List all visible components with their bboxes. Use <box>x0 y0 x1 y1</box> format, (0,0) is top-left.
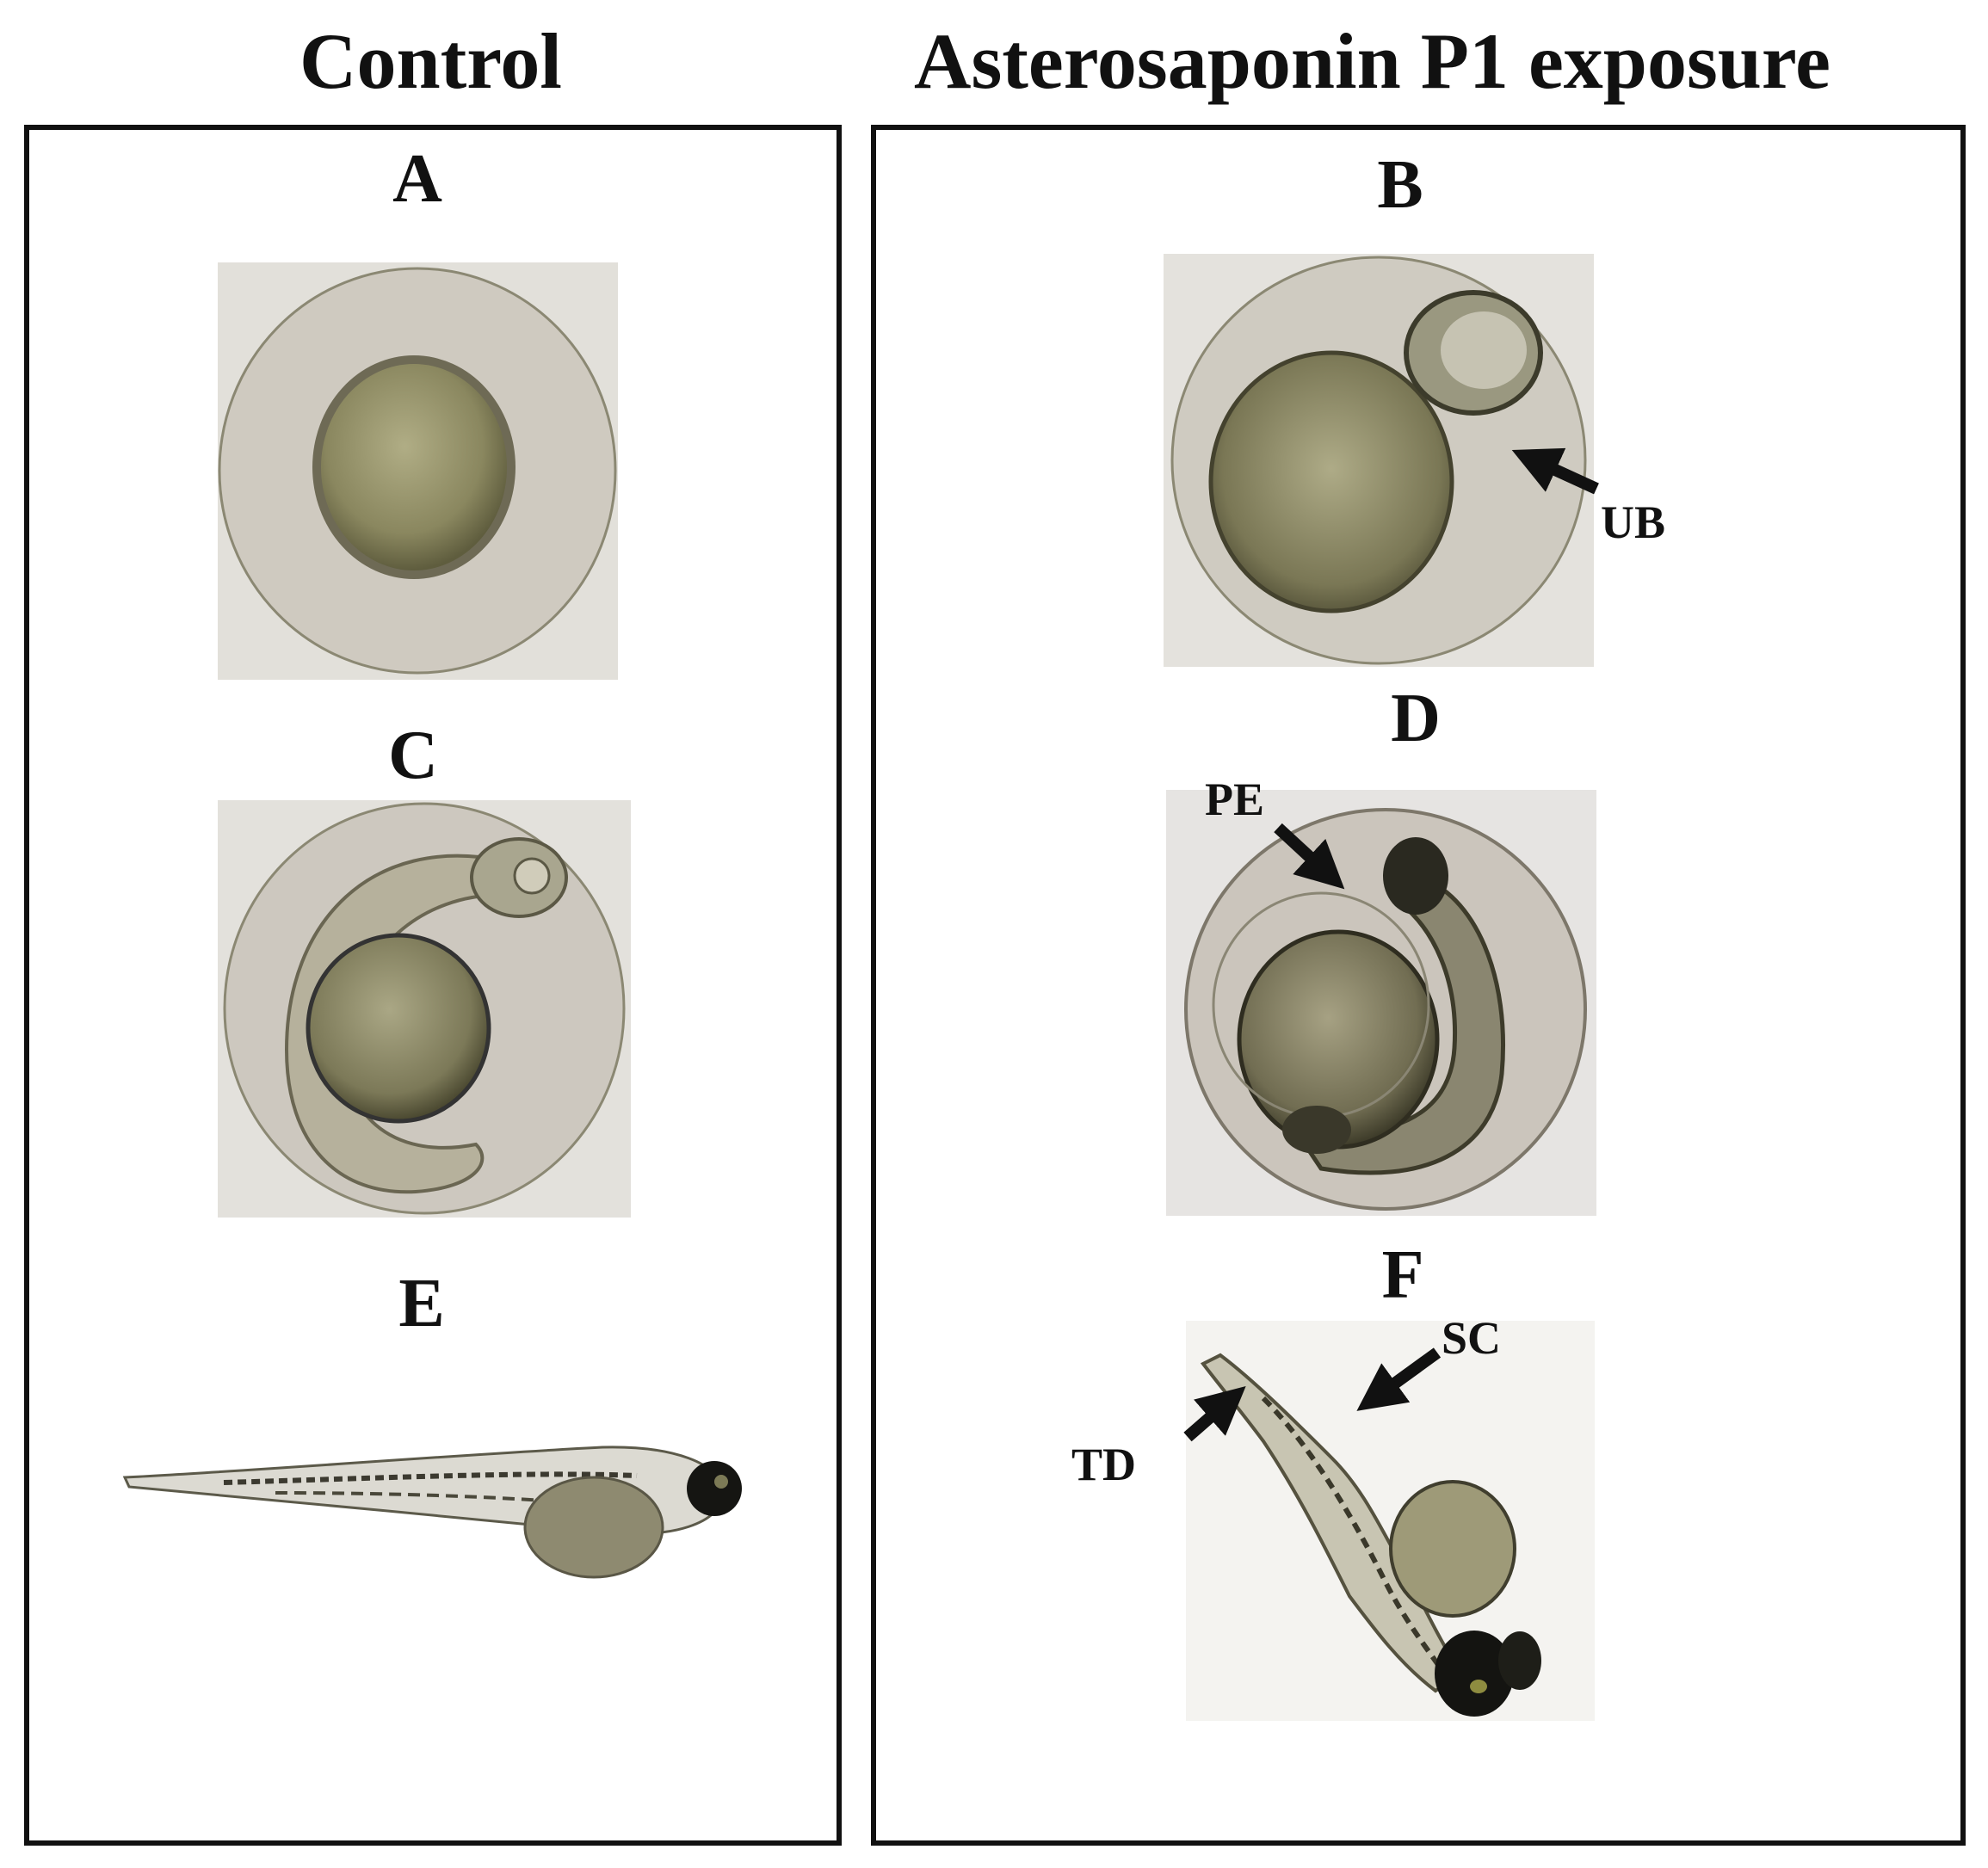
control-frame <box>24 125 842 1846</box>
exposure-title: Asterosaponin P1 exposure <box>914 17 1831 105</box>
panel-label-e: E <box>398 1266 445 1341</box>
micrograph-b <box>1164 254 1594 667</box>
panel-label-b: B <box>1377 147 1423 223</box>
panel-label-d: D <box>1391 681 1441 756</box>
micrograph-a <box>218 262 618 680</box>
panel-label-a: A <box>392 141 442 217</box>
micrograph-f <box>1186 1321 1595 1721</box>
micrograph-e <box>120 1411 757 1669</box>
pe-label: PE <box>1205 774 1265 825</box>
td-label: TD <box>1071 1439 1137 1490</box>
sc-label: SC <box>1442 1312 1502 1364</box>
micrograph-c <box>218 800 631 1218</box>
panel-label-f: F <box>1381 1237 1424 1313</box>
micrograph-d <box>1166 790 1596 1216</box>
ub-label: UB <box>1601 496 1666 548</box>
exposure-frame <box>871 125 1966 1846</box>
control-title: Control <box>299 17 562 105</box>
panel-label-c: C <box>388 718 438 793</box>
